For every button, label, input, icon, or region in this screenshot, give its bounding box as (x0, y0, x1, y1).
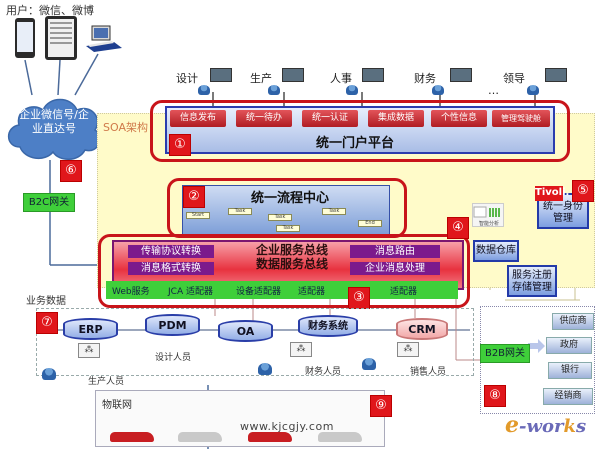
desktop-icon (86, 25, 122, 52)
analytics-chart-icon (472, 203, 504, 227)
role-hr: 人事 (330, 72, 352, 85)
wechat-cloud (7, 98, 101, 160)
badge-4: ④ (447, 217, 469, 239)
staff-finance: 财务人员 (305, 367, 342, 377)
adapter-generic[interactable]: 适配器 (390, 287, 418, 297)
esb-function: 企业消息处理 (350, 262, 440, 275)
workstation-icon (450, 68, 472, 82)
users-title: 用户：微信、微博 (6, 4, 94, 17)
badge-6: ⑥ (60, 160, 82, 182)
car-icon (110, 432, 154, 442)
badge-1: ① (169, 134, 191, 156)
system-pdm[interactable]: PDM (145, 314, 200, 336)
esb-function: 消息路由 (350, 245, 440, 258)
flow-node: Task (268, 214, 292, 221)
unified-portal[interactable] (165, 106, 555, 154)
tivoli-logo: Tivoli. (535, 186, 569, 201)
badge-2: ② (183, 186, 205, 208)
partner-government[interactable]: 政府 (546, 337, 592, 354)
tablet-icon (45, 16, 77, 60)
person-icon (527, 85, 539, 95)
business-data-title: 业务数据 (26, 296, 66, 307)
adapter-jca[interactable]: JCA 适配器 (168, 287, 213, 297)
flow-node: Start (186, 212, 210, 219)
service-registry[interactable]: 服务注册存储管理 (507, 265, 557, 297)
esb-frame (98, 234, 470, 308)
badge-3: ③ (348, 287, 370, 309)
flow-node: End (358, 220, 382, 227)
iot-title: 物联网 (102, 400, 132, 411)
role-leader: 领导 (503, 72, 525, 85)
workstation-icon (210, 68, 232, 82)
app-icon: ⁂ (397, 342, 419, 357)
person-icon (42, 368, 56, 380)
badge-9: ⑨ (370, 395, 392, 417)
b2b-gateway[interactable]: B2B网关 (480, 344, 530, 363)
role-design: 设计 (176, 72, 198, 85)
badge-5: ⑤ (572, 180, 594, 202)
flow-title: 统一流程中心 (250, 191, 329, 206)
workstation-icon (362, 68, 384, 82)
badge-7: ⑦ (36, 312, 58, 334)
data-warehouse[interactable]: 数据仓库 (473, 240, 519, 262)
analysis-label: 智能分析 (478, 221, 499, 227)
adapter-web[interactable]: Web服务 (112, 287, 150, 297)
person-icon (432, 85, 444, 95)
staff-design: 设计人员 (155, 353, 192, 363)
roles-more: … (488, 84, 499, 97)
car-icon (318, 432, 362, 442)
app-icon: ⁂ (290, 342, 312, 357)
esb-function: 消息格式转换 (128, 262, 214, 275)
adapter-generic[interactable]: 适配器 (298, 287, 326, 297)
portal-item[interactable]: 统一待办 (236, 110, 292, 127)
portal-item[interactable]: 信息发布 (170, 110, 226, 127)
portal-frame (150, 100, 570, 162)
person-icon (198, 85, 210, 95)
flow-node: Task (276, 225, 300, 232)
watermark: www.kjcgjy.com (240, 420, 334, 433)
esb-title: 企业服务总线 数据服务总线 (232, 243, 352, 271)
staff-sales: 销售人员 (410, 367, 447, 377)
portal-item[interactable]: 集成数据 (368, 110, 424, 127)
staff-production: 生产人员 (88, 377, 125, 387)
app-icon: ⁂ (78, 343, 100, 358)
portal-item[interactable]: 管理驾驶舱 (492, 110, 550, 127)
system-finance[interactable]: 财务系统 (298, 315, 358, 337)
business-data-area (36, 308, 474, 376)
portal-item[interactable]: 个性信息 (431, 110, 487, 127)
flow-node: Task (228, 208, 252, 215)
portal-item[interactable]: 统一认证 (302, 110, 358, 127)
badge-8: ⑧ (484, 385, 506, 407)
car-icon (178, 432, 222, 442)
phone-icon (15, 18, 35, 58)
person-icon (362, 358, 376, 370)
partner-bank[interactable]: 银行 (548, 362, 592, 379)
workstation-icon (545, 68, 567, 82)
partner-dealer[interactable]: 经销商 (543, 388, 593, 405)
adapter-bar (106, 281, 458, 299)
eworks-logo: e-works (505, 412, 587, 438)
portal-title: 统一门户平台 (315, 136, 394, 151)
role-finance: 财务 (414, 72, 436, 85)
car-icon (248, 432, 292, 442)
flow-node: Task (322, 208, 346, 215)
esb-title-line2: 数据服务总线 (255, 257, 328, 271)
person-icon (346, 85, 358, 95)
wechat-cloud-text: 企业微信号/企业直达号 (19, 108, 89, 135)
system-oa[interactable]: OA (218, 320, 273, 342)
workstation-icon (282, 68, 304, 82)
partner-supplier[interactable]: 供应商 (552, 313, 594, 330)
system-erp[interactable]: ERP (63, 318, 118, 340)
person-icon (268, 85, 280, 95)
soa-label: SOA架构 (103, 121, 148, 134)
system-crm[interactable]: CRM (396, 318, 448, 340)
esb-function: 传输协议转换 (128, 245, 214, 258)
esb-title-line1: 企业服务总线 (255, 243, 328, 257)
person-icon (258, 363, 272, 375)
role-production: 生产 (250, 72, 272, 85)
b2c-gateway[interactable]: B2C网关 (23, 193, 75, 212)
adapter-device[interactable]: 设备适配器 (236, 287, 282, 297)
